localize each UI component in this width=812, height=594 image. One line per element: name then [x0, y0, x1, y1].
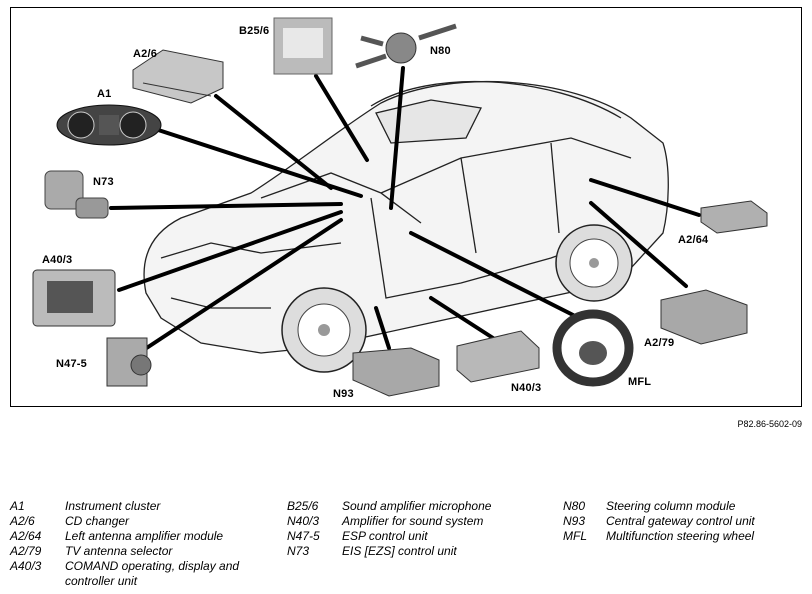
- callout-a2-64: A2/64: [678, 234, 709, 246]
- callout-n80: N80: [430, 45, 451, 57]
- esp-control-unit-image: [106, 337, 152, 387]
- cd-changer-image: [132, 49, 224, 104]
- instrument-cluster-image: [56, 104, 162, 146]
- legend-item: N73 EIS [EZS] control unit: [287, 544, 491, 559]
- callout-a40-3: A40/3: [42, 254, 73, 266]
- legend-item: N93 Central gateway control unit: [563, 514, 755, 529]
- sound-amplifier-image: [456, 330, 540, 383]
- callout-mfl: MFL: [628, 376, 652, 388]
- legend-code: N47-5: [287, 529, 320, 543]
- legend-item: N40/3 Amplifier for sound system: [287, 514, 491, 529]
- callout-n47-5: N47-5: [56, 358, 87, 370]
- callout-b25-6: B25/6: [239, 25, 270, 37]
- eis-control-unit-image: [44, 170, 109, 219]
- legend-column-3: N80 Steering column module N93 Central gat…: [563, 499, 755, 544]
- figure-reference-number: P82.86-5602-09: [737, 419, 802, 429]
- legend-description: Left antenna amplifier module: [65, 529, 224, 543]
- legend-column-1: A1 Instrument cluster A2/6 CD changer A2/6…: [10, 499, 255, 589]
- legend-description: EIS [EZS] control unit: [342, 544, 457, 558]
- legend-code: N80: [563, 499, 586, 513]
- legend-item: A2/6 CD changer: [10, 514, 255, 529]
- legend-description: Instrument cluster: [65, 499, 161, 513]
- sound-amplifier-microphone-image: [273, 17, 333, 75]
- callout-a2-6: A2/6: [133, 48, 158, 60]
- legend-code: B25/6: [287, 499, 319, 513]
- legend-code: A40/3: [10, 559, 42, 573]
- legend-description: ESP control unit: [342, 529, 428, 543]
- comand-unit-image: [32, 269, 116, 327]
- callout-n73: N73: [93, 176, 114, 188]
- legend-code: A2/64: [10, 529, 42, 543]
- steering-column-module-image: [355, 23, 457, 69]
- legend-item: N80 Steering column module: [563, 499, 755, 514]
- leader-lines: [109, 66, 701, 355]
- legend-code: A1: [10, 499, 25, 513]
- legend-item: A40/3 COMAND operating, display and contr…: [10, 559, 255, 589]
- legend-code: A2/79: [10, 544, 42, 558]
- legend-code: N73: [287, 544, 310, 558]
- callout-a1: A1: [97, 88, 112, 100]
- legend-item: A1 Instrument cluster: [10, 499, 255, 514]
- legend-item: A2/79 TV antenna selector: [10, 544, 255, 559]
- legend-code: A2/6: [10, 514, 35, 528]
- legend-code: N93: [563, 514, 586, 528]
- callout-a2-79: A2/79: [644, 337, 675, 349]
- car-illustration: [32, 17, 768, 397]
- legend-description: COMAND operating, display and controller…: [65, 559, 240, 588]
- antenna-amplifier-image: [700, 200, 768, 234]
- legend-description: CD changer: [65, 514, 130, 528]
- legend-code: N40/3: [287, 514, 320, 528]
- legend-item: N47-5 ESP control unit: [287, 529, 491, 544]
- legend-item: A2/64 Left antenna amplifier module: [10, 529, 255, 544]
- vehicle-outline: [143, 80, 669, 354]
- legend-item: MFL Multifunction steering wheel: [563, 529, 755, 544]
- central-gateway-image: [352, 347, 440, 397]
- callout-n40-3: N40/3: [511, 382, 542, 394]
- legend-code: MFL: [563, 529, 587, 543]
- legend-description: Multifunction steering wheel: [606, 529, 755, 543]
- rear-wheel: [555, 224, 633, 302]
- legend-description: TV antenna selector: [65, 544, 173, 558]
- legend-description: Amplifier for sound system: [342, 514, 484, 528]
- callout-n93: N93: [333, 388, 354, 400]
- component-location-diagram: B25/6 N80 A2/6 A1 N73 A40/3 N47-5 N93 N4…: [10, 7, 802, 407]
- front-wheel: [281, 287, 367, 373]
- legend-item: B25/6 Sound amplifier microphone: [287, 499, 491, 514]
- steering-wheel-image: [552, 309, 634, 387]
- tv-antenna-selector-image: [660, 289, 748, 345]
- legend-column-2: B25/6 Sound amplifier microphone N40/3 Amp…: [287, 499, 491, 559]
- legend-description: Steering column module: [606, 499, 736, 513]
- legend-description: Sound amplifier microphone: [342, 499, 492, 513]
- legend-description: Central gateway control unit: [606, 514, 755, 528]
